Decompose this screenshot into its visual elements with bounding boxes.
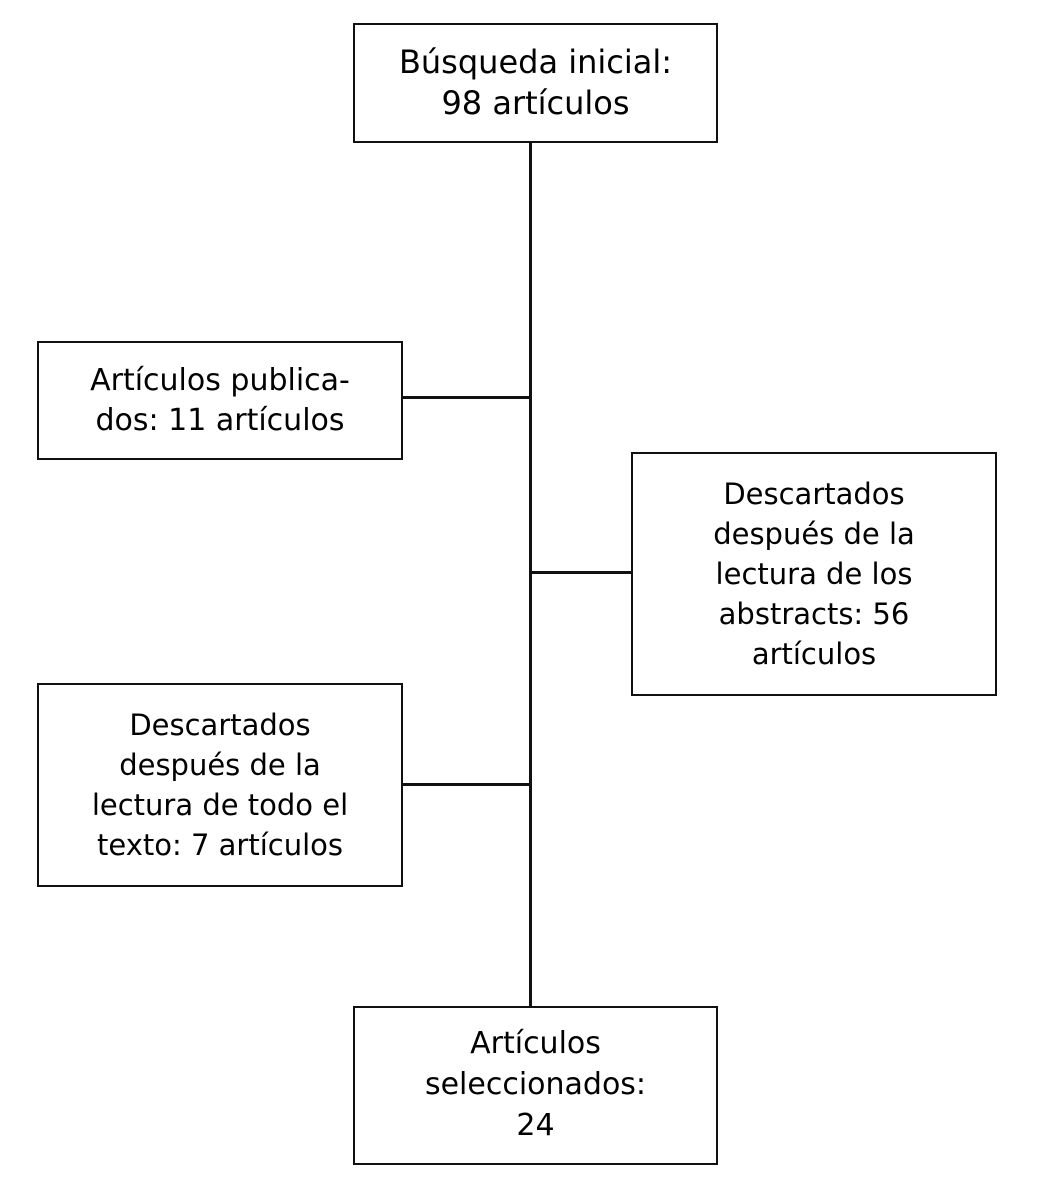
node-initial-search-line-1: Búsqueda inicial: (398, 43, 673, 82)
node-initial-search: Búsqueda inicial: 98 artículos (353, 23, 718, 143)
node-discarded-after-fulltext-line-3: lectura de todo el (91, 788, 349, 822)
node-discarded-after-fulltext-line-2: después de la (119, 747, 321, 782)
node-discarded-after-abstracts-line-3: lectura de los (715, 556, 913, 591)
node-discarded-after-abstracts-line-2: después de la (713, 516, 915, 551)
connector-spine-lower-middle (529, 571, 532, 785)
node-discarded-after-abstracts-line-4: abstracts: 56 (718, 597, 910, 631)
connector-spine-bottom (529, 783, 532, 1008)
node-discarded-after-abstracts: Descartados después de la lectura de los… (631, 452, 997, 696)
connector-spine-upper-middle (529, 396, 532, 575)
node-selected-articles-line-2: seleccionados: (424, 1067, 647, 1103)
connector-to-discarded-abstracts (529, 571, 633, 574)
node-published-articles-line-1: Artículos publica- (90, 362, 350, 398)
node-selected-articles-line-1: Artículos (470, 1026, 601, 1062)
connector-spine-top (529, 142, 532, 398)
node-discarded-after-fulltext: Descartados después de la lectura de tod… (37, 683, 403, 887)
node-selected-articles-line-3: 24 (516, 1107, 555, 1143)
node-discarded-after-fulltext-line-4: texto: 7 artículos (97, 828, 343, 863)
node-selected-articles: Artículos seleccionados: 24 (353, 1006, 718, 1165)
node-published-articles: Artículos publica- dos: 11 artículos (37, 341, 403, 460)
node-initial-search-line-2: 98 artículos (441, 84, 630, 122)
node-discarded-after-abstracts-line-5: artículos (751, 637, 877, 672)
connector-to-published (401, 396, 532, 399)
connector-to-discarded-fulltext (401, 783, 532, 786)
node-discarded-after-abstracts-line-1: Descartados (723, 476, 905, 511)
node-discarded-after-fulltext-line-1: Descartados (129, 707, 311, 742)
node-published-articles-line-2: dos: 11 artículos (95, 402, 345, 438)
